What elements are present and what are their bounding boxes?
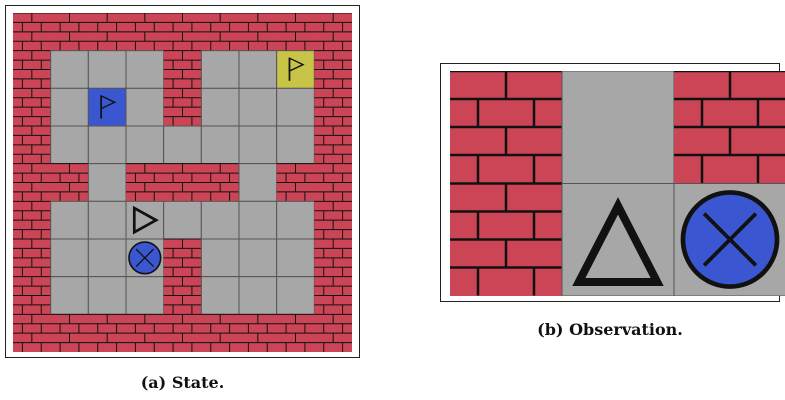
- wall-tile: [13, 126, 51, 164]
- agent-tile: [126, 201, 164, 239]
- floor-tile: [277, 126, 315, 164]
- wall-tile: [13, 13, 51, 51]
- wall-tile: [314, 239, 352, 277]
- floor-tile: [201, 126, 239, 164]
- floor-tile: [239, 277, 277, 315]
- wall-tile: [164, 13, 202, 51]
- floor-tile: [277, 239, 315, 277]
- floor-tile: [239, 201, 277, 239]
- wall-tile: [126, 13, 164, 51]
- wall-tile: [674, 71, 785, 183]
- wall-tile: [13, 314, 51, 352]
- wall-tile: [164, 277, 202, 315]
- wall-tile: [126, 164, 164, 202]
- wall-tile: [51, 164, 89, 202]
- floor-tile: [277, 201, 315, 239]
- wall-tile: [239, 13, 277, 51]
- yellow-flag-tile: [277, 51, 315, 89]
- agent-tile: [562, 184, 674, 297]
- floor-tile: [51, 239, 89, 277]
- floor-tile: [201, 239, 239, 277]
- wall-tile: [450, 71, 562, 183]
- floor-tile: [239, 126, 277, 164]
- wall-tile: [314, 164, 352, 202]
- floor-tile: [562, 71, 674, 184]
- floor-tile: [126, 51, 164, 89]
- circle-cross-icon: [683, 192, 777, 286]
- wall-tile: [88, 13, 126, 51]
- observation-grid: [450, 71, 785, 296]
- wall-tile: [314, 88, 352, 126]
- wall-tile: [277, 314, 315, 352]
- wall-tile: [277, 13, 315, 51]
- floor-tile: [51, 126, 89, 164]
- wall-tile: [88, 314, 126, 352]
- wall-tile: [314, 201, 352, 239]
- wall-tile: [201, 164, 239, 202]
- floor-tile: [126, 126, 164, 164]
- floor-tile: [51, 201, 89, 239]
- floor-tile: [51, 88, 89, 126]
- wall-tile: [164, 88, 202, 126]
- floor-tile: [277, 88, 315, 126]
- wall-tile: [13, 88, 51, 126]
- floor-tile: [88, 164, 126, 202]
- floor-tile: [51, 277, 89, 315]
- goal-tile: [674, 184, 785, 297]
- floor-tile: [164, 126, 202, 164]
- goal-tile: [126, 239, 164, 277]
- floor-tile: [201, 277, 239, 315]
- floor-tile: [239, 239, 277, 277]
- wall-tile: [314, 126, 352, 164]
- floor-tile: [201, 88, 239, 126]
- circle-cross-icon: [129, 242, 161, 274]
- wall-tile: [164, 314, 202, 352]
- wall-tile: [13, 164, 51, 202]
- observation-frame: [440, 63, 780, 302]
- floor-tile: [239, 88, 277, 126]
- floor-tile: [239, 51, 277, 89]
- floor-tile: [239, 164, 277, 202]
- wall-tile: [314, 314, 352, 352]
- floor-tile: [164, 201, 202, 239]
- wall-tile: [51, 314, 89, 352]
- wall-tile: [314, 51, 352, 89]
- floor-tile: [277, 277, 315, 315]
- wall-tile: [314, 277, 352, 315]
- floor-tile: [88, 277, 126, 315]
- state-frame: [5, 5, 360, 358]
- wall-tile: [13, 239, 51, 277]
- floor-tile: [88, 126, 126, 164]
- floor-tile: [201, 51, 239, 89]
- wall-tile: [164, 164, 202, 202]
- wall-tile: [51, 13, 89, 51]
- floor-tile: [126, 88, 164, 126]
- wall-tile: [450, 184, 562, 296]
- floor-tile: [51, 51, 89, 89]
- wall-tile: [164, 51, 202, 89]
- wall-tile: [201, 314, 239, 352]
- state-caption: (a) State.: [0, 373, 365, 392]
- floor-tile: [126, 277, 164, 315]
- state-map: [13, 13, 352, 352]
- wall-tile: [314, 13, 352, 51]
- blue-flag-tile: [88, 88, 126, 126]
- wall-tile: [126, 314, 164, 352]
- wall-tile: [13, 51, 51, 89]
- floor-tile: [88, 51, 126, 89]
- wall-tile: [13, 201, 51, 239]
- wall-tile: [277, 164, 315, 202]
- wall-tile: [239, 314, 277, 352]
- state-grid: [13, 13, 352, 352]
- wall-tile: [164, 239, 202, 277]
- observation-map: [450, 71, 785, 296]
- floor-tile: [201, 201, 239, 239]
- observation-caption: (b) Observation.: [440, 320, 780, 339]
- floor-tile: [88, 239, 126, 277]
- wall-tile: [201, 13, 239, 51]
- wall-tile: [13, 277, 51, 315]
- floor-tile: [88, 201, 126, 239]
